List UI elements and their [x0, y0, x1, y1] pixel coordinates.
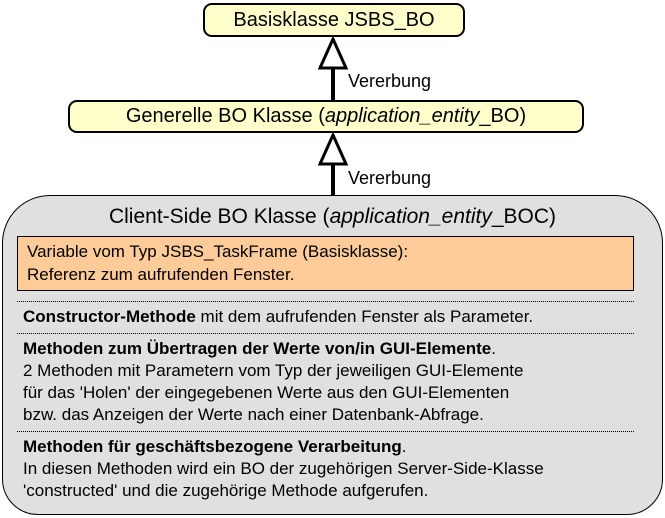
generic-bo-label-prefix: Generelle BO Klasse (: [125, 105, 325, 127]
gui-methods-line: für das 'Holen' der eingegebenen Werte a…: [23, 383, 510, 402]
section-constructor-method: Constructor-Methode mit dem aufrufenden …: [17, 301, 634, 333]
client-side-class-title: Client-Side BO Klasse (application_entit…: [3, 203, 662, 231]
business-methods-line: In diesen Methoden wird ein BO der zugeh…: [23, 459, 544, 478]
client-title-suffix: _BOC): [491, 205, 557, 228]
base-class-label: Basisklasse JSBS_BO: [233, 8, 435, 31]
business-methods-heading: Methoden für geschäftsbezogene Verarbeit…: [23, 436, 634, 458]
inheritance-arrow-2: [318, 133, 348, 195]
section-gui-transfer-methods: Methoden zum Übertragen der Werte von/in…: [17, 333, 634, 431]
gui-methods-heading: Methoden zum Übertragen der Werte von/in…: [23, 338, 634, 360]
variable-box-line: Variable vom Typ JSBS_TaskFrame (Basiskl…: [27, 242, 409, 261]
taskframe-variable-box: Variable vom Typ JSBS_TaskFrame (Basiskl…: [17, 236, 634, 291]
business-methods-rest: .: [401, 437, 407, 456]
generic-bo-class-label: Generelle BO Klasse (application_entity_…: [126, 105, 526, 128]
inheritance-label-2: Vererbung: [348, 168, 432, 188]
client-title-prefix: Client-Side BO Klasse (: [108, 205, 330, 228]
client-title-italic: application_entity: [329, 205, 492, 228]
business-methods-bold: Methoden für geschäftsbezogene Verarbeit…: [23, 437, 402, 456]
inheritance-arrow-1: [318, 37, 348, 100]
business-methods-line: 'constructed' und die zugehörige Methode…: [23, 481, 429, 500]
constructor-method-rest: mit dem aufrufenden Fenster als Paramete…: [195, 307, 534, 326]
variable-box-line: Referenz zum aufrufenden Fenster.: [27, 265, 295, 284]
gui-methods-line: 2 Methoden mit Parametern vom Typ der je…: [23, 361, 524, 380]
base-class-box: Basisklasse JSBS_BO: [203, 3, 465, 37]
constructor-method-text: Constructor-Methode mit dem aufrufenden …: [23, 306, 634, 328]
gui-methods-line: bzw. das Anzeigen der Werte nach einer D…: [23, 405, 484, 424]
generic-bo-label-italic: application_entity: [324, 105, 480, 127]
gui-methods-bold: Methoden zum Übertragen der Werte von/in…: [23, 339, 492, 358]
section-business-methods: Methoden für geschäftsbezogene Verarbeit…: [17, 431, 634, 507]
inheritance-label-1: Vererbung: [348, 71, 432, 91]
gui-methods-rest: .: [491, 339, 496, 358]
client-side-bo-class-box: Client-Side BO Klasse (application_entit…: [2, 195, 663, 515]
generic-bo-class-box: Generelle BO Klasse (application_entity_…: [68, 100, 584, 133]
constructor-method-bold: Constructor-Methode: [23, 307, 196, 326]
generic-bo-label-suffix: _BO): [479, 105, 527, 127]
